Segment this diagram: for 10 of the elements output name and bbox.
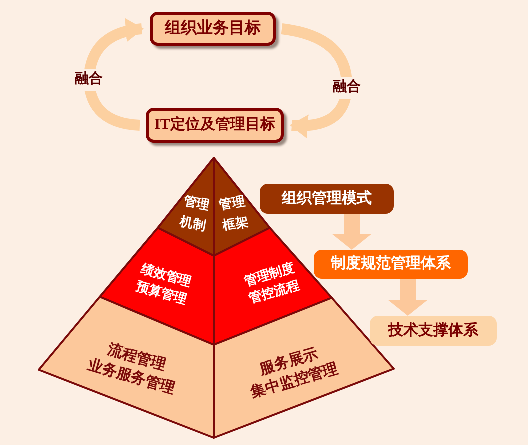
goal-box: IT定位及管理目标: [146, 108, 284, 143]
section-label: 管理机制: [178, 192, 212, 235]
tier-box: 组织管理模式: [260, 184, 394, 214]
tier-box: 制度规范管理体系: [314, 250, 468, 279]
section-label: 管理框架: [218, 192, 250, 235]
curved-arrow: [281, 24, 352, 138]
goal-box: 组织业务目标: [150, 12, 276, 46]
tier-box: 技术支撑体系: [370, 316, 497, 346]
block-arrow: [332, 214, 372, 250]
block-arrow: [388, 279, 428, 316]
